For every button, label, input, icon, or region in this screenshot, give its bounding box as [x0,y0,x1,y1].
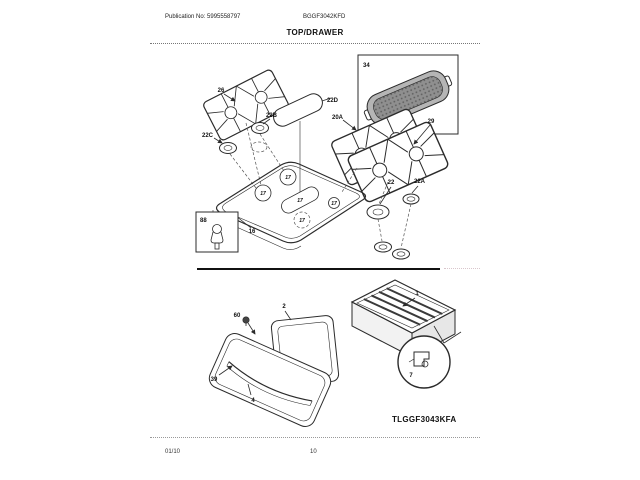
footer-divider [150,437,480,438]
drawer-exploded-diagram: 1 7 2 60 [208,279,462,427]
leader-22B [262,118,271,125]
burner-base [392,248,410,260]
burner-cap-a [402,193,420,205]
callout-22C: 22C [202,133,214,139]
model-number: BGGF3042KFD [303,14,346,20]
callout-4: 4 [251,398,255,404]
leader-60 [247,322,256,335]
leader-39 [218,365,233,376]
header-divider [150,43,480,44]
leader-26 [223,93,236,102]
footer-date: 01/10 [165,449,181,455]
burner-base [374,241,392,253]
callout-88: 88 [200,218,207,224]
leader-22C [213,137,223,144]
leader-22D [321,97,332,102]
callout-22A: 22A [414,179,426,185]
burner-cap-b [251,122,269,134]
callout-29: 29 [428,119,435,125]
drawer-glide-part [408,351,430,368]
callout-22D: 22D [327,98,339,104]
footer-page-number: 10 [310,449,317,455]
leader-20A [342,119,357,131]
burner-cap-22-inner [372,208,384,216]
callout-20A: 20A [332,115,344,121]
callout-16: 16 [249,229,256,235]
callout-17: 17 [299,218,305,224]
burner-cap-b-inner [255,125,265,131]
burner-cap-c [219,142,237,154]
callout-17: 17 [297,198,303,204]
callout-17: 17 [285,175,291,181]
burner-cap-c-inner [223,145,233,151]
leader-22 [379,186,392,205]
projection-line [378,181,389,205]
leader-22A [411,185,419,194]
screw-part [242,316,250,326]
leader-2 [284,310,292,321]
section-divider-tail [444,268,480,269]
burner-cap-22 [366,204,390,220]
callout-1: 1 [415,291,419,297]
callout-22: 22 [388,180,395,186]
top-exploded-diagram: 34 26 22D 22B 22C 20A 29 [195,54,459,260]
burner-base-inner [378,244,388,250]
leader-29 [413,124,431,145]
publication-number: Publication No: 5995558797 [165,14,241,20]
griddle [363,70,453,126]
callout-17: 17 [260,191,266,197]
igniter-part [210,224,224,250]
callout-22B: 22B [266,113,278,119]
drawing-id: TLGGF3043KFA [392,415,457,424]
projection-line [245,122,262,186]
callout-17: 17 [331,201,337,207]
drawer-front-panel [208,333,332,427]
callout-26: 26 [218,88,225,94]
detail-pointer [433,325,445,344]
callout-2: 2 [282,304,286,310]
callout-34: 34 [363,63,370,69]
burner-base-inner [396,251,406,257]
callout-60: 60 [234,313,241,319]
projection-line [259,133,285,172]
igniter-inset-box [195,211,239,253]
burner-base-hidden [250,141,268,153]
burner-cap-a-inner [406,196,416,202]
callout-39: 39 [211,377,218,383]
detail-pointer [443,331,462,344]
projection-line [377,218,383,242]
leader-1 [402,297,416,307]
oval-burner-cap [273,93,323,127]
grate-left [201,68,291,142]
leader-4 [247,383,252,396]
projection-line [229,153,257,189]
projection-line [400,203,412,249]
callout-7: 7 [409,373,413,379]
page-title: TOP/DRAWER [286,28,344,37]
section-divider [197,268,440,270]
